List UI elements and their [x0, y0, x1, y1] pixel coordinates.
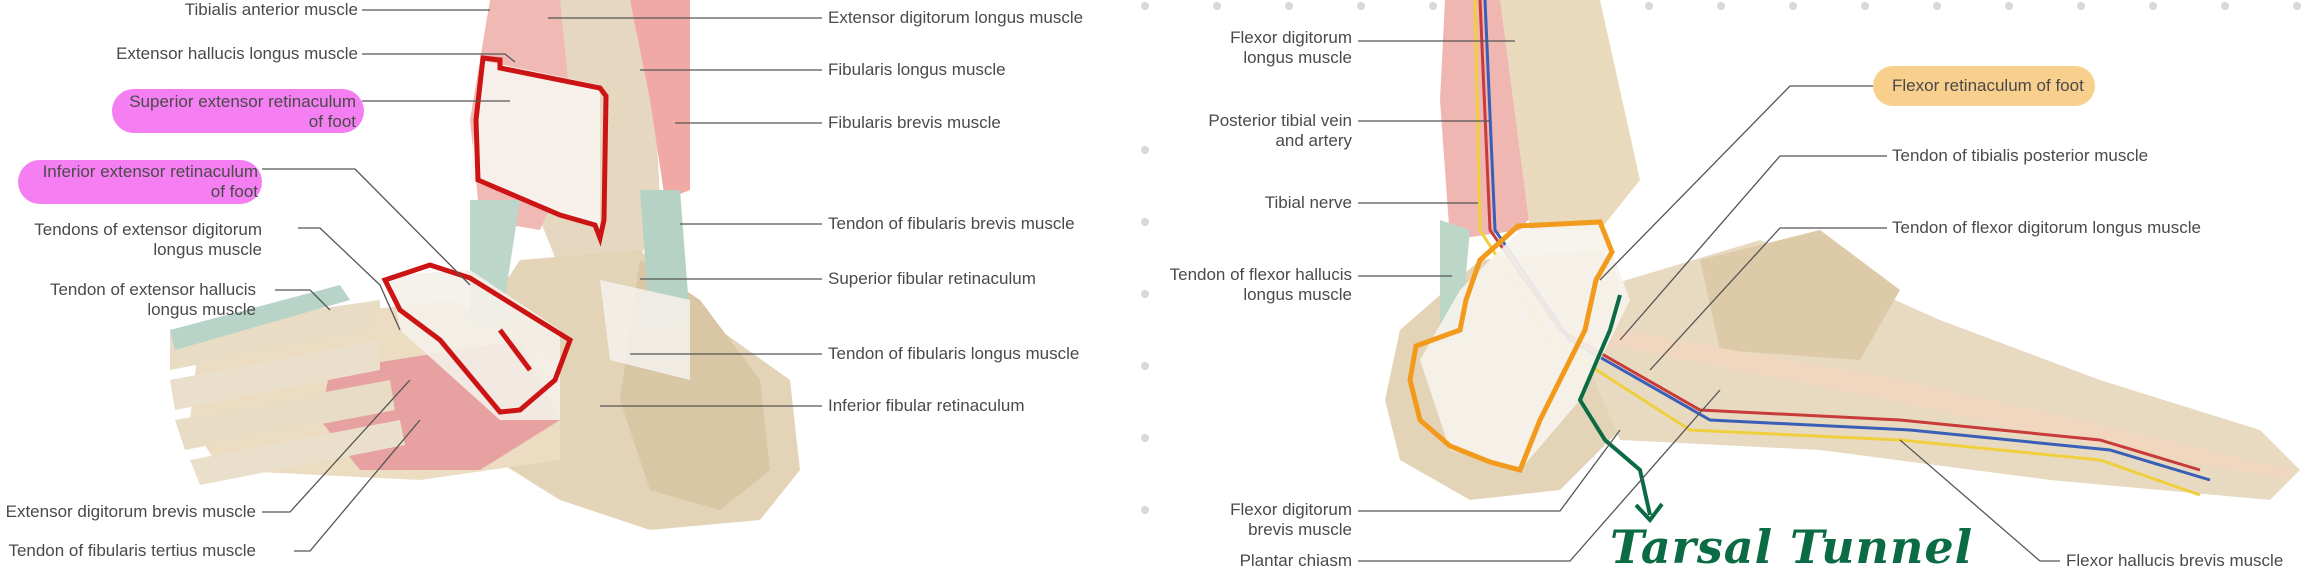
inferior-extensor-retinaculum-highlight	[18, 160, 262, 204]
right-leader-lines	[1358, 40, 2060, 562]
superior-extensor-retinaculum-highlight	[112, 89, 364, 133]
label-flexor-retinaculum: Flexor retinaculum of foot	[1892, 76, 2084, 95]
label-flexor-digitorum-brevis: Flexor digitorum brevis muscle	[1230, 500, 1352, 539]
label-flexor-digitorum-longus: Flexor digitorum longus muscle	[1230, 28, 1352, 67]
label-tendon-tibialis-posterior: Tendon of tibialis posterior muscle	[1892, 146, 2149, 165]
label-extensor-hallucis-longus: Extensor hallucis longus muscle	[116, 44, 358, 63]
tarsal-tunnel-annotation: Tarsal Tunnel	[1610, 520, 1974, 574]
dot-grid	[1141, 2, 2301, 514]
right-foot-illustration	[1385, 0, 2300, 524]
left-foot-illustration	[170, 0, 800, 530]
label-tibial-nerve: Tibial nerve	[1264, 193, 1352, 212]
label-tendons-extensor-digitorum-longus: Tendons of extensor digitorum longus mus…	[34, 220, 262, 259]
flexor-retinaculum-highlight	[1873, 66, 2095, 106]
label-tendon-flexor-hallucis-longus: Tendon of flexor hallucis longus muscle	[1169, 265, 1352, 304]
label-extensor-digitorum-brevis: Extensor digitorum brevis muscle	[5, 502, 256, 521]
label-superior-extensor-retinaculum: Superior extensor retinaculum of foot	[129, 92, 356, 131]
label-flexor-hallucis-brevis: Flexor hallucis brevis muscle	[2066, 551, 2284, 570]
label-plantar-chiasm: Plantar chiasm	[1239, 551, 1352, 570]
label-inferior-extensor-retinaculum: Inferior extensor retinaculum of foot	[42, 162, 258, 201]
label-tendon-fibularis-tertius: Tendon of fibularis tertius muscle	[8, 541, 256, 560]
label-extensor-digitorum-longus: Extensor digitorum longus muscle	[828, 8, 1084, 27]
label-posterior-tibial-vein-artery: Posterior tibial vein and artery	[1208, 111, 1352, 150]
label-fibularis-longus: Fibularis longus muscle	[828, 60, 1006, 79]
label-tendon-extensor-hallucis-longus: Tendon of extensor hallucis longus muscl…	[49, 280, 256, 319]
label-fibularis-brevis: Fibularis brevis muscle	[828, 113, 1001, 132]
left-leader-lines	[262, 9, 822, 552]
label-tendon-fibularis-longus: Tendon of fibularis longus muscle	[828, 344, 1080, 363]
label-tibialis-anterior: Tibialis anterior muscle	[184, 0, 358, 19]
label-tendon-flexor-digitorum-longus: Tendon of flexor digitorum longus muscle	[1892, 218, 2201, 237]
label-tendon-fibularis-brevis: Tendon of fibularis brevis muscle	[828, 214, 1075, 233]
label-inferior-fibular-retinaculum: Inferior fibular retinaculum	[828, 396, 1025, 415]
label-superior-fibular-retinaculum: Superior fibular retinaculum	[828, 269, 1036, 288]
